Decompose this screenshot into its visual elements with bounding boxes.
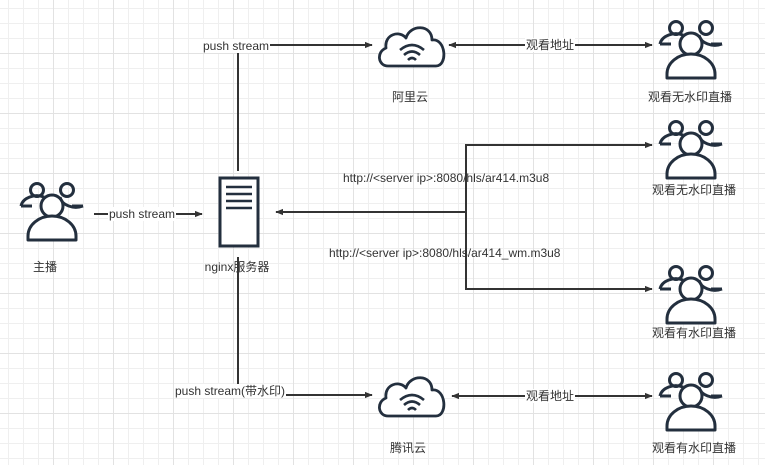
edge-label-hls-watermark: http://<server ip>:8080/hls/ar414_wm.m3u…: [329, 246, 561, 260]
tencent-label: 腾讯云: [389, 441, 427, 455]
aliyun-label: 阿里云: [391, 90, 429, 104]
viewers-mid-top-label: 观看无水印直播: [651, 183, 737, 197]
viewers-bottom-label: 观看有水印直播: [651, 441, 737, 455]
viewers-top-users-icon: [658, 20, 724, 80]
edge-nginx-to-tencent: [237, 257, 373, 399]
viewers-top-label: 观看无水印直播: [647, 90, 733, 104]
viewers-bottom-users-icon: [658, 372, 724, 432]
streamer-label: 主播: [32, 260, 58, 274]
nginx-server-icon: [218, 176, 260, 248]
streamer-users-icon: [19, 182, 85, 242]
nginx-label: nginx服务器: [204, 260, 270, 274]
edge-label-tencent-viewers: 观看地址: [525, 389, 576, 403]
tencent-cloud-icon: [378, 376, 446, 418]
viewers-mid-top-users-icon: [658, 120, 724, 180]
edge-label-nginx-to-aliyun: push stream: [202, 39, 271, 53]
viewers-mid-bottom-label: 观看有水印直播: [651, 326, 737, 340]
edge-hls-watermark: [465, 212, 653, 293]
edge-label-hls-plain: http://<server ip>:8080/hls/ar414.m3u8: [343, 171, 550, 185]
edge-hls-plain: [465, 141, 653, 212]
viewers-mid-bottom-users-icon: [658, 265, 724, 325]
edge-label-streamer-to-nginx: push stream: [108, 207, 177, 221]
aliyun-cloud-icon: [378, 26, 446, 68]
edge-label-aliyun-viewers: 观看地址: [525, 38, 576, 52]
edge-nginx-to-aliyun: [237, 41, 373, 171]
edge-label-nginx-to-tencent: push stream(带水印): [174, 384, 287, 398]
